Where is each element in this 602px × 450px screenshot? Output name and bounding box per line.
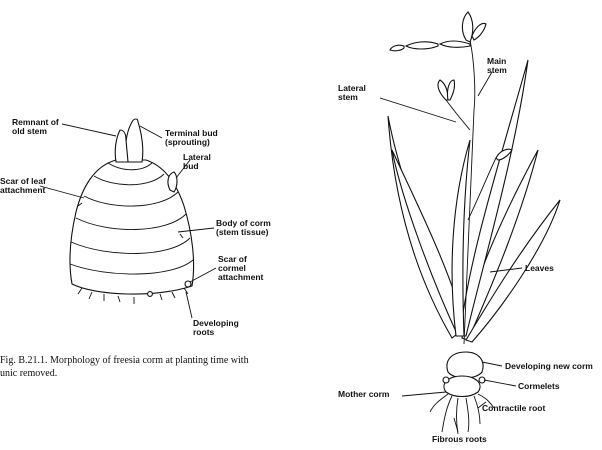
label-body-line2: (stem tissue) [216, 227, 269, 237]
lateral-stem-upper [446, 100, 470, 130]
cormel-scar [148, 292, 153, 297]
label-scar-leaf-line2: attachment [0, 185, 46, 195]
label-mother-corm: Mother corm [338, 389, 390, 399]
figure-caption-line2: unic removed. [0, 368, 57, 379]
corm-diagram: Remnant of old stem Terminal bud (sprout… [0, 117, 271, 379]
figure-caption-line1: Fig. B.21.1. Morphology of freesia corm … [0, 355, 249, 366]
label-lateral-stem-line2: stem [338, 92, 358, 102]
old-stem-remnant [115, 130, 128, 162]
label-cormelets: Cormelets [518, 381, 560, 391]
label-leaves: Leaves [525, 263, 554, 273]
label-main-stem-line2: stem [487, 65, 507, 75]
label-fibrous-roots: Fibrous roots [432, 434, 487, 444]
lateral-bud [168, 172, 177, 192]
label-new-corm: Developing new corm [505, 361, 593, 371]
label-terminal-line2: (sprouting) [165, 137, 210, 147]
cormelet [443, 377, 449, 383]
leaves [388, 60, 560, 342]
label-scar-cormel-line3: attachment [218, 272, 264, 282]
new-corm [447, 352, 483, 378]
roots [430, 394, 494, 434]
flower-buds [390, 12, 512, 160]
label-lateral-bud-line2: bud [183, 161, 199, 171]
label-contractile-root: Contractile root [482, 403, 545, 413]
label-roots-line2: roots [193, 327, 215, 337]
label-remnant-line2: old stem [12, 126, 47, 136]
plant-diagram: Main stem Lateral stem Leaves Developing… [338, 12, 593, 444]
